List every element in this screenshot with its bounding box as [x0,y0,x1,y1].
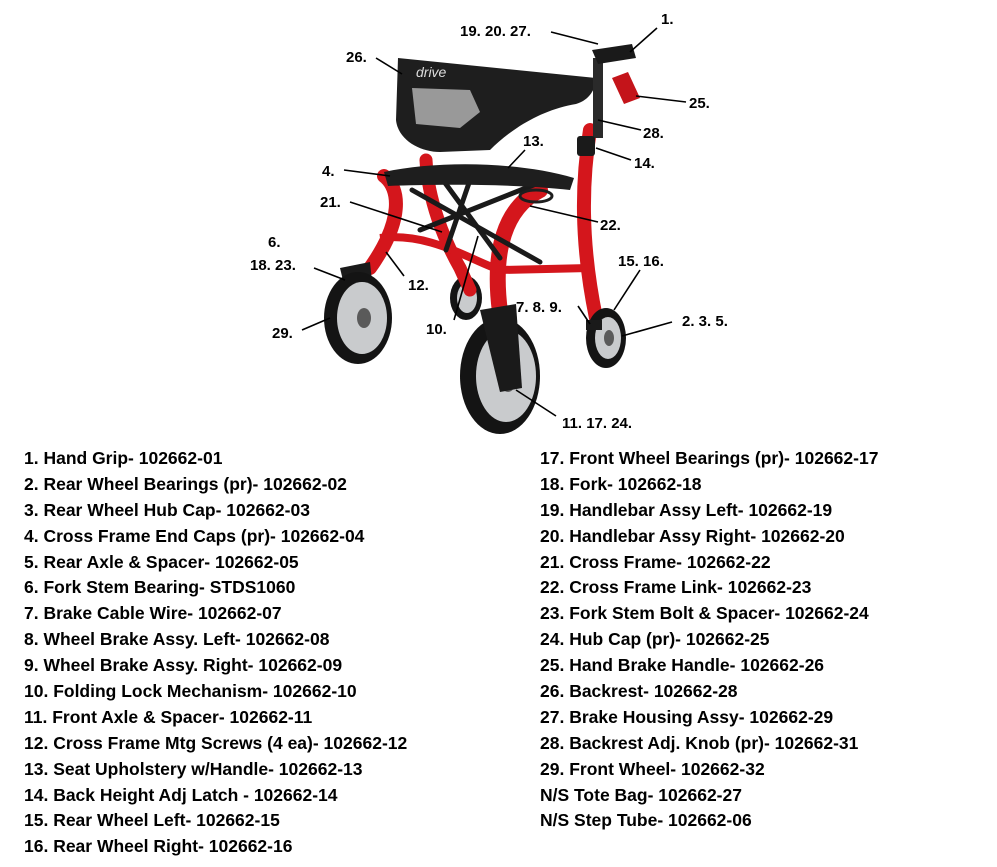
part-item: 27. Brake Housing Assy- 102662-29 [540,706,834,727]
part-item: 10. Folding Lock Mechanism- 102662-10 [24,681,357,702]
part-item: 29. Front Wheel- 102662-32 [540,758,765,779]
part-item: 1. Hand Grip- 102662-01 [24,448,223,468]
part-item: 19. Handlebar Assy Left- 102662-19 [540,499,833,520]
front-wheel-left [324,262,392,364]
part-item: N/S Step Tube- 102662-06 [540,810,752,831]
front-wheel-right [460,304,540,434]
callout-10: 10. [426,321,447,338]
part-item: 23. Fork Stem Bolt & Spacer- 102662-24 [540,603,869,624]
part-item: 8. Wheel Brake Assy. Left- 102662-08 [24,629,330,650]
part-item: 28. Backrest Adj. Knob (pr)- 102662-31 [540,732,859,753]
rollator-exploded-diagram: drive [250,11,728,434]
part-item: 5. Rear Axle & Spacer- 102662-05 [24,551,299,572]
callout-29: 29. [272,325,293,342]
part-item: 4. Cross Frame End Caps (pr)- 102662-04 [24,525,365,546]
rollator-illustration: drive [324,44,640,434]
callout-12: 12. [408,277,429,294]
part-item: 16. Rear Wheel Right- 102662-16 [24,836,293,857]
part-item: 22. Cross Frame Link- 102662-23 [540,577,812,598]
wheel-brake-assy [586,320,602,330]
part-item: 6. Fork Stem Bearing- STDS1060 [24,577,296,598]
part-item: 9. Wheel Brake Assy. Right- 102662-09 [24,655,343,676]
callout-21: 21. [320,194,341,211]
part-item: 14. Back Height Adj Latch - 102662-14 [24,784,338,805]
part-item: 3. Rear Wheel Hub Cap- 102662-03 [24,499,310,520]
callout-6: 6. [268,234,281,251]
parts-list-left: 1. Hand Grip- 102662-01 2. Rear Wheel Be… [24,446,407,860]
cross-frame [409,173,543,265]
front-frame-tube-left [363,169,403,275]
back-height-latch [577,136,595,156]
part-item: 15. Rear Wheel Left- 102662-15 [24,810,280,831]
seat-handle [518,188,554,204]
callout-28: 28. [643,125,664,142]
rear-wheel-right [586,308,626,368]
front-frame-tube-right [489,182,548,320]
seat-upholstery [384,164,574,190]
hand-grip [592,44,636,64]
handle-post [593,58,603,138]
part-item: 12. Cross Frame Mtg Screws (4 ea)- 10266… [24,732,408,753]
callout-7-8-9: 7. 8. 9. [516,299,562,316]
part-item: 21. Cross Frame- 102662-22 [540,551,771,572]
part-item: 20. Handlebar Assy Right- 102662-20 [540,525,845,546]
part-item: N/S Tote Bag- 102662-27 [540,784,742,805]
part-item: 25. Hand Brake Handle- 102662-26 [540,655,825,676]
parts-list-right: 17. Front Wheel Bearings (pr)- 102662-17… [540,446,878,834]
callout-labels: 1. 19. 20. 27. 26. 25. 28. 13. 14. 4. 21… [250,11,728,432]
backrest-logo: drive [416,64,447,80]
callout-22: 22. [600,217,621,234]
callout-18-23: 18. 23. [250,257,296,274]
part-item: 17. Front Wheel Bearings (pr)- 102662-17 [540,448,879,468]
hand-brake-handle [612,72,640,104]
backrest: drive [396,58,596,152]
callout-4: 4. [322,163,335,180]
part-item: 18. Fork- 102662-18 [540,473,702,494]
part-item: 2. Rear Wheel Bearings (pr)- 102662-02 [24,473,347,494]
lower-frame-rail [379,233,591,275]
rear-frame-tube-right [576,123,603,325]
callout-2-3-5: 2. 3. 5. [682,313,728,330]
callout-14: 14. [634,155,655,172]
callout-25: 25. [689,95,710,112]
callout-15-16: 15. 16. [618,253,664,270]
part-item: 7. Brake Cable Wire- 102662-07 [24,603,282,624]
part-item: 11. Front Axle & Spacer- 102662-11 [24,706,313,727]
callout-26: 26. [346,49,367,66]
part-item: 26. Backrest- 102662-28 [540,681,738,702]
part-item: 24. Hub Cap (pr)- 102662-25 [540,629,770,650]
callout-19-20-27: 19. 20. 27. [460,23,531,40]
callout-13: 13. [523,133,544,150]
part-item: 13. Seat Upholstery w/Handle- 102662-13 [24,758,363,779]
callout-1: 1. [661,11,674,28]
callout-11-17-24: 11. 17. 24. [562,415,632,432]
leader-lines [301,27,687,417]
